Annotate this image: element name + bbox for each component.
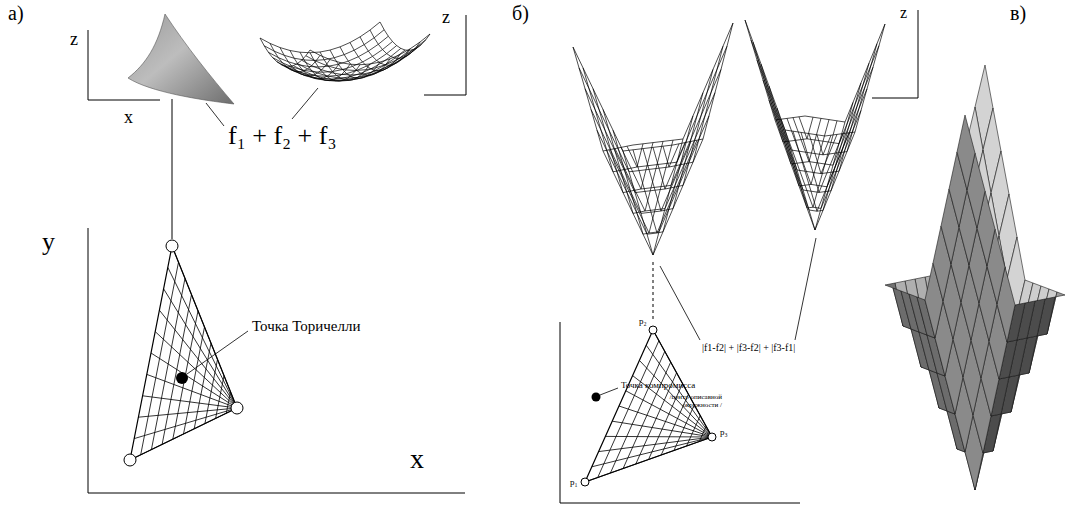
projection-line: [172, 99, 173, 239]
mesh-line: [633, 23, 733, 145]
leader-line: [292, 88, 318, 119]
leader-line: [187, 331, 248, 374]
axis-line: [918, 10, 919, 98]
axis-line: [88, 493, 465, 494]
vertex-label: p₂: [639, 317, 647, 327]
formula-label: |f1-f2| + |f3-f2| + |f3-f1|: [702, 342, 795, 353]
grid-line: [623, 362, 671, 468]
wire-surface: [260, 22, 430, 81]
mesh-line: [579, 68, 679, 172]
mesh-line: [673, 23, 733, 145]
vertex-label: p₁: [570, 478, 578, 488]
panel-letter: б): [512, 2, 529, 24]
axis-line: [88, 30, 89, 100]
torricelli-point: [176, 372, 188, 384]
surface-facet: [957, 115, 975, 190]
axis-label: z: [442, 8, 450, 28]
mesh-line: [597, 130, 697, 234]
mesh-line: [643, 93, 703, 211]
axis-label: z: [70, 30, 78, 50]
vertex-point: [231, 402, 243, 414]
shaded-surface: [885, 65, 1065, 490]
grid-line: [610, 351, 664, 473]
mesh-line: [380, 22, 430, 50]
wire-surface: [745, 20, 885, 230]
leader-line: [206, 103, 224, 126]
panel-letter: в): [1010, 2, 1026, 24]
axis-label: y: [42, 228, 55, 257]
mesh-line: [805, 24, 885, 122]
grid-line: [162, 295, 191, 445]
mesh-line: [591, 109, 691, 213]
mesh-line: [751, 40, 831, 155]
grid-line: [598, 341, 659, 478]
mesh-line: [583, 68, 643, 172]
vertex-point: [124, 454, 136, 466]
note-label: /центр описавной окружности /: [640, 394, 722, 409]
grid-line: [216, 376, 224, 419]
mesh-line: [573, 47, 633, 151]
projection-line: [653, 262, 654, 322]
mesh-line: [310, 34, 430, 65]
grid-line: [194, 343, 211, 429]
point-label: Точка компромисса: [621, 381, 695, 391]
triangle-grid: [130, 246, 237, 460]
mesh-line: [360, 37, 410, 65]
axis-label: x: [410, 444, 424, 475]
grid-line: [226, 392, 230, 413]
mesh-line: [603, 139, 703, 255]
wire-surface: [573, 23, 733, 255]
mesh-line: [268, 36, 388, 67]
panel-c: [885, 65, 1065, 490]
axis-line: [560, 503, 800, 504]
vertex-point: [166, 240, 178, 252]
formula-label: f₁ + f₂ + f₃: [228, 122, 337, 151]
panel-a: [88, 14, 466, 493]
panel-b: [560, 10, 918, 503]
axis-line: [88, 228, 89, 493]
vertex-point: [708, 433, 716, 441]
leader-line: [660, 266, 700, 340]
leader-line: [600, 388, 618, 395]
vertex-point: [581, 478, 589, 486]
vertex-point: [649, 326, 657, 334]
mesh-line: [264, 30, 384, 61]
mesh-line: [757, 60, 837, 174]
grid-line: [151, 278, 185, 449]
axis-line: [88, 100, 160, 101]
grid-line: [173, 311, 198, 439]
mesh-line: [585, 89, 685, 193]
mesh-line: [573, 47, 673, 151]
vertex-label: p₃: [720, 428, 728, 438]
mesh-line: [799, 46, 879, 144]
mesh-line: [825, 24, 885, 136]
mesh-line: [609, 116, 709, 233]
panel-letter: а): [8, 2, 24, 24]
compromise-point: [592, 393, 601, 402]
triangle-outline: [130, 246, 237, 460]
axis-line: [466, 15, 467, 95]
mesh-line: [745, 20, 825, 136]
grid-line: [141, 262, 179, 455]
leader-line: [795, 238, 816, 340]
mesh-line: [302, 44, 422, 75]
mesh-line: [260, 22, 380, 53]
axis-line: [872, 98, 918, 99]
axis-label: x: [124, 108, 133, 128]
mesh-line: [653, 69, 713, 189]
grid-line: [205, 359, 218, 423]
smooth-surface: [128, 14, 234, 104]
axis-line: [424, 95, 466, 96]
grid-line: [674, 405, 694, 451]
point-label: Точка Торичелли: [252, 318, 360, 335]
axis-line: [560, 322, 561, 503]
axis-label: z: [900, 4, 907, 22]
mesh-line: [277, 46, 397, 77]
mesh-line: [763, 80, 843, 192]
